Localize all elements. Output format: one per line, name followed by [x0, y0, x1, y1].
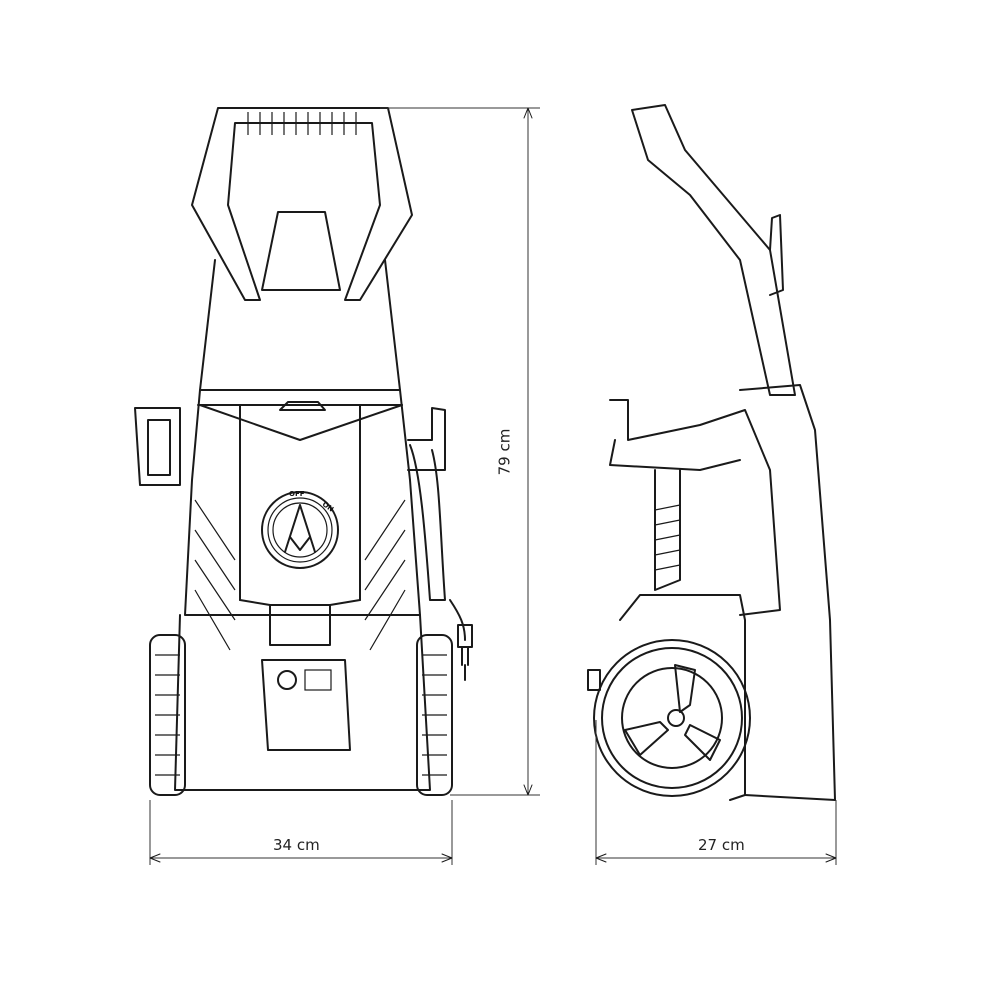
depth-dimension-label: 27 cm [695, 836, 748, 854]
switch-off-label: OFF [289, 490, 305, 498]
width-dimension-label: 34 cm [270, 836, 323, 854]
dimension-lines [149, 107, 837, 865]
side-view [587, 104, 836, 801]
height-dimension-label: 79 cm [495, 425, 514, 479]
front-view [134, 107, 473, 796]
